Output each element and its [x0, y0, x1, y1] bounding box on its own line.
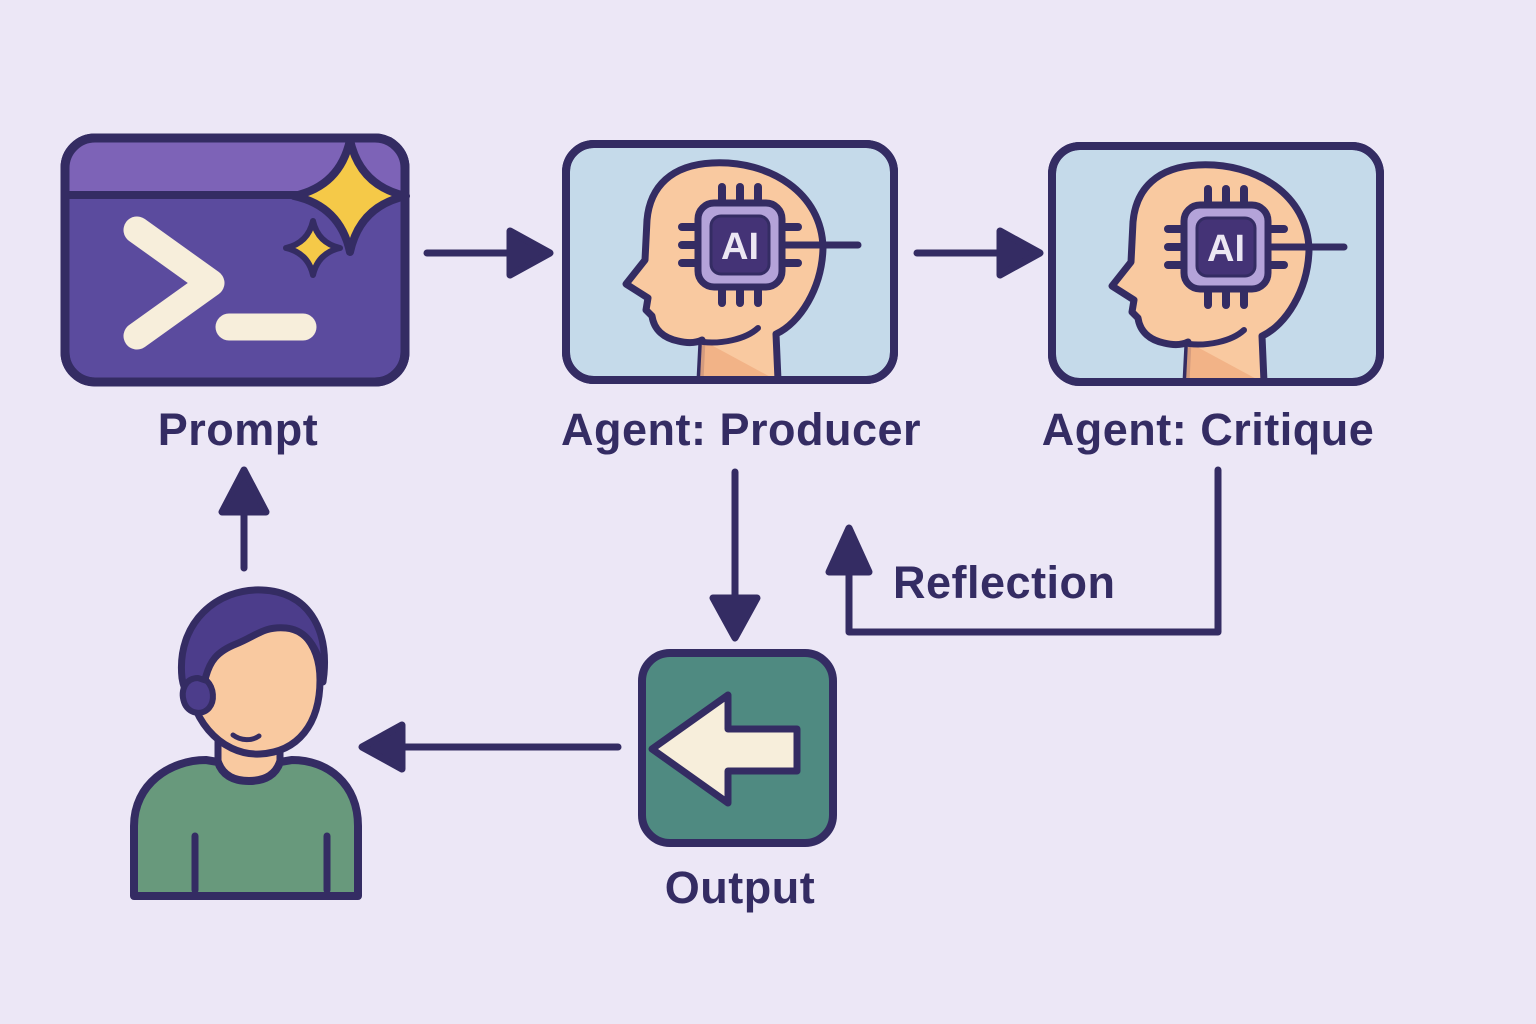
- chip-text: AI: [1207, 228, 1245, 270]
- ai-head-icon: AI: [1048, 142, 1384, 386]
- person-mouth: [230, 732, 262, 743]
- reflection-label: Reflection: [893, 557, 1116, 608]
- ai-chip-icon: AI: [1164, 185, 1348, 309]
- ai-head-icon: AI: [562, 140, 898, 384]
- arrow-left-icon: [648, 691, 801, 807]
- critique-node: AI: [1046, 140, 1386, 388]
- terminal-sparkle-icon: [60, 133, 410, 387]
- arrow-user-to-prompt: [218, 466, 270, 572]
- sparkle-icon: [283, 136, 410, 278]
- output-box-icon: [638, 649, 837, 847]
- producer-label: Agent: Producer: [560, 404, 922, 455]
- ai-chip-icon: AI: [678, 183, 862, 307]
- output-node: [632, 645, 844, 857]
- person-icon: [130, 586, 362, 900]
- chevron-prompt-glyph: [123, 216, 225, 350]
- producer-node: AI: [560, 138, 900, 386]
- chip-text: AI: [721, 226, 759, 268]
- prompt-label: Prompt: [157, 404, 319, 455]
- arrow-output-to-user: [358, 721, 622, 773]
- critique-label: Agent: Critique: [1041, 404, 1375, 455]
- output-label: Output: [664, 862, 816, 913]
- arrow-prompt-to-producer: [423, 227, 554, 279]
- arrow-critique-to-reflection: [825, 466, 1222, 636]
- person-sideburn: [179, 675, 216, 716]
- person-torso: [130, 756, 362, 900]
- user-node: [118, 578, 374, 908]
- prompt-node: [58, 128, 418, 392]
- arrow-producer-to-output: [709, 468, 761, 642]
- arrow-producer-to-critique: [913, 227, 1044, 279]
